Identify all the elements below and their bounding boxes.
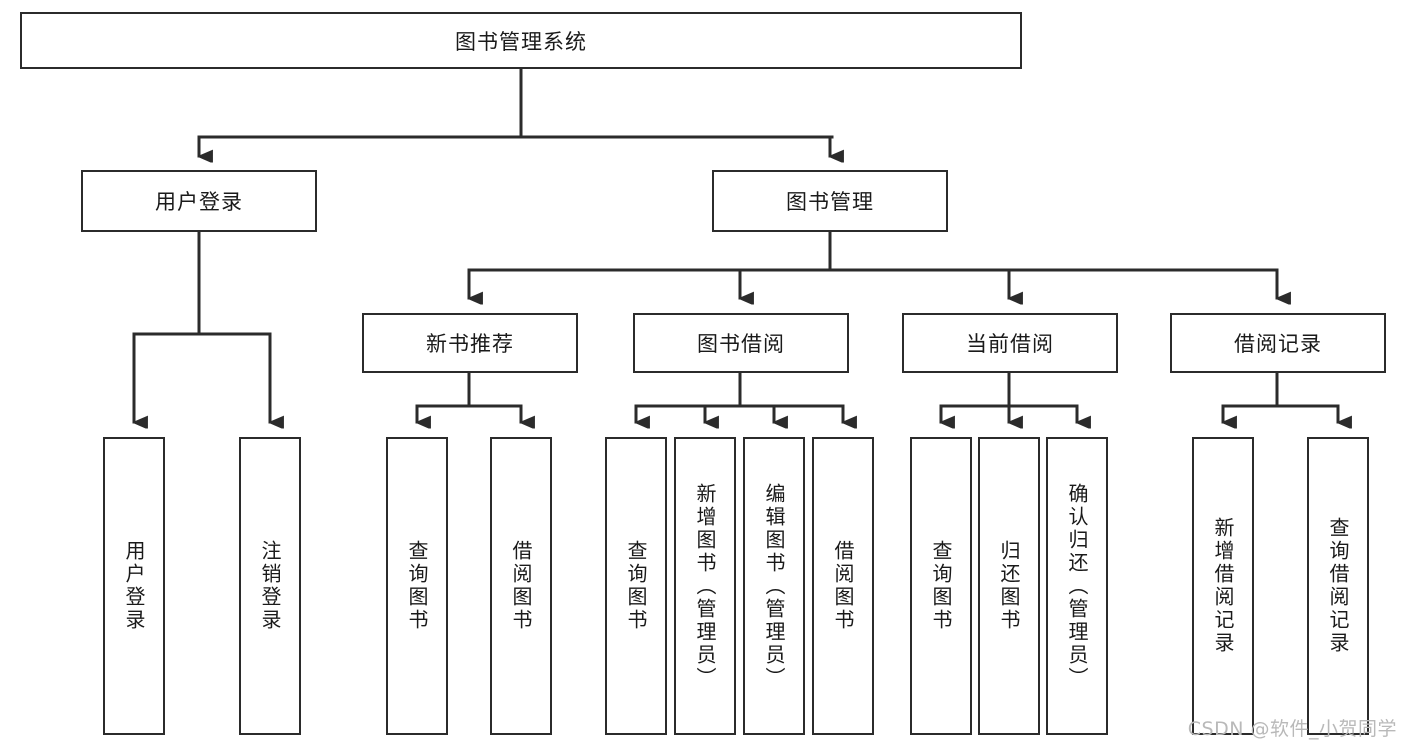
node-borrowing-record[interactable]: 借阅记录 [1170,313,1386,373]
leaf-node-confirm-return-admin[interactable]: 确认归还（管理员） [1046,437,1108,735]
leaf-node-add-borrowing-record[interactable]: 新增借阅记录 [1192,437,1254,735]
leaf-node-add-book-admin[interactable]: 新增图书（管理员） [674,437,736,735]
node-label: 图书管理 [786,190,874,214]
node-label: 注销登录 [258,540,282,632]
leaf-node-edit-book-admin[interactable]: 编辑图书（管理员） [743,437,805,735]
leaf-node-return-book[interactable]: 归还图书 [978,437,1040,735]
node-label: 借阅图书 [831,540,855,632]
node-label: 归还图书 [997,540,1021,632]
node-new-book-recommendation[interactable]: 新书推荐 [362,313,578,373]
node-label: 图书借阅 [697,332,785,356]
node-label: 查询图书 [624,540,648,632]
node-label: 借阅记录 [1234,332,1322,356]
node-label: 查询图书 [929,540,953,632]
leaf-node-borrow-book-borrowing[interactable]: 借阅图书 [812,437,874,735]
node-label: 借阅图书 [509,540,533,632]
leaf-node-query-book-borrowing[interactable]: 查询图书 [605,437,667,735]
node-current-borrowing[interactable]: 当前借阅 [902,313,1118,373]
node-book-management[interactable]: 图书管理 [712,170,948,232]
node-label: 确认归还（管理员） [1065,482,1089,690]
node-book-borrowing[interactable]: 图书借阅 [633,313,849,373]
csdn-watermark: CSDN @软件_小贺同学 [1187,718,1397,740]
node-label: 当前借阅 [966,332,1054,356]
node-label: 用户登录 [155,190,243,214]
leaf-node-user-login[interactable]: 用户登录 [103,437,165,735]
leaf-node-query-book-new-book[interactable]: 查询图书 [386,437,448,735]
node-label: 新增图书（管理员） [693,482,717,690]
node-label: 查询借阅记录 [1326,517,1350,655]
node-root-book-management-system[interactable]: 图书管理系统 [20,12,1022,69]
node-user-login[interactable]: 用户登录 [81,170,317,232]
node-label: 用户登录 [122,540,146,632]
node-label: 图书管理系统 [455,29,587,54]
leaf-node-query-book-current[interactable]: 查询图书 [910,437,972,735]
node-label: 查询图书 [405,540,429,632]
node-label: 编辑图书（管理员） [762,482,786,690]
node-label: 新增借阅记录 [1211,517,1235,655]
leaf-node-borrow-book-new-book[interactable]: 借阅图书 [490,437,552,735]
leaf-node-query-borrowing-record[interactable]: 查询借阅记录 [1307,437,1369,735]
leaf-node-logout[interactable]: 注销登录 [239,437,301,735]
node-label: 新书推荐 [426,332,514,356]
